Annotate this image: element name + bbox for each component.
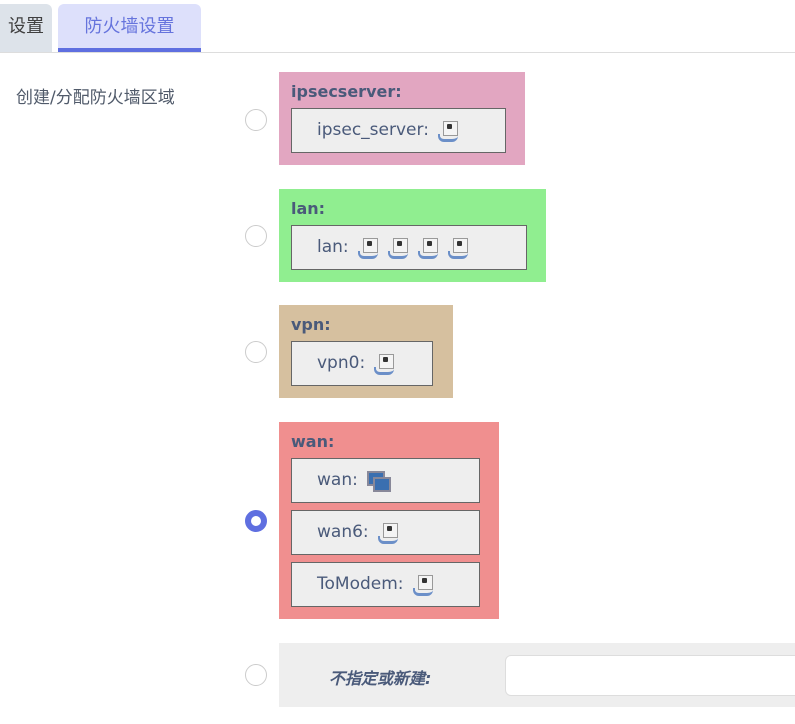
zone-name: wan:: [291, 432, 335, 451]
network-label: wan6:: [317, 522, 369, 542]
zone-lan: lan: lan:: [279, 189, 546, 282]
network-item[interactable]: vpn0:: [291, 341, 433, 386]
section-label: 创建/分配防火墙区域: [16, 88, 175, 108]
unspecified-zone-label: 不指定或新建:: [329, 669, 432, 688]
bridge-icon: [366, 470, 391, 492]
network-label: ToModem:: [317, 574, 404, 594]
network-item[interactable]: wan:: [291, 458, 480, 503]
network-label: ipsec_server:: [317, 120, 429, 140]
network-item[interactable]: lan:: [291, 225, 527, 270]
zone-ipsecserver: ipsecserver: ipsec_server:: [279, 72, 525, 165]
ethernet-port-icon: [357, 237, 379, 259]
tab-firewall-settings[interactable]: 防火墙设置: [58, 4, 201, 52]
zone-wan: wan: wan: wan6: ToModem:: [279, 422, 499, 619]
network-label: vpn0:: [317, 353, 366, 373]
ethernet-port-icon: [387, 237, 409, 259]
new-zone-input[interactable]: [505, 655, 795, 696]
ethernet-port-icon: [447, 237, 469, 259]
ethernet-port-icon: [373, 353, 395, 375]
network-item[interactable]: wan6:: [291, 510, 480, 555]
zone-vpn: vpn: vpn0:: [279, 305, 453, 398]
network-item[interactable]: ipsec_server:: [291, 108, 506, 153]
network-label: lan:: [317, 237, 349, 257]
zone-radio-ipsecserver[interactable]: [245, 109, 267, 131]
tab-divider: [0, 52, 795, 53]
network-item[interactable]: ToModem:: [291, 562, 480, 607]
zone-name: ipsecserver:: [291, 82, 402, 101]
zone-name: lan:: [291, 199, 326, 218]
zone-radio-lan[interactable]: [245, 225, 267, 247]
zone-radio-wan[interactable]: [245, 510, 267, 532]
tab-settings[interactable]: 设置: [0, 4, 52, 52]
zone-name: vpn:: [291, 315, 331, 334]
zone-radio-vpn[interactable]: [245, 341, 267, 363]
ethernet-port-icon: [377, 522, 399, 544]
ethernet-port-icon: [437, 120, 459, 142]
zone-radio-unspecified[interactable]: [245, 664, 267, 686]
ethernet-port-icon: [417, 237, 439, 259]
ethernet-port-icon: [412, 574, 434, 596]
network-label: wan:: [317, 470, 358, 490]
